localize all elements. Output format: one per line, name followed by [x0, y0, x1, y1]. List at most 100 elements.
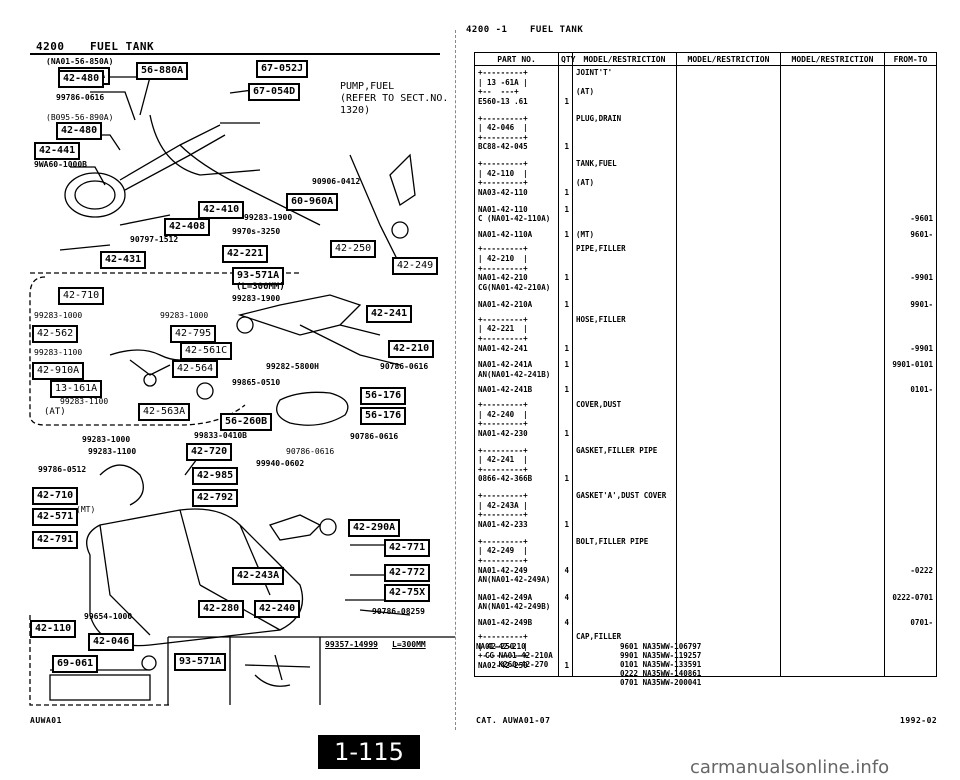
label-99654-1000: 99654-1000	[84, 612, 133, 621]
watermark-text: carmanualsonline.info	[690, 757, 890, 778]
page-divider	[455, 30, 457, 730]
table-row: +---------+ | 42-210 | +---------+ NA01-…	[474, 242, 937, 299]
callout-56-260B: 56-260B	[220, 413, 273, 431]
label-99283-1900-b: 99283-1900	[232, 294, 281, 303]
model-cell-2	[676, 242, 781, 299]
callout-13-161A: 13-161A	[50, 380, 103, 398]
part-no-cell: NA01-42-241A AN(NA01-42-241B)	[474, 358, 559, 384]
callout-42-249: 42-249	[392, 257, 439, 275]
callout-42-408: 42-408	[164, 218, 211, 236]
from-to-cell	[884, 443, 937, 490]
callout-56-176-a: 56-176	[360, 387, 407, 405]
label-na01-56-850a: (NA01-56-850A)	[46, 57, 114, 66]
qty-cell: 4	[558, 534, 573, 591]
part-no-cell: NA01-42-110A	[474, 227, 559, 243]
table-row: +---------+ | 13 -61A | +-- ---+ E560-13…	[474, 65, 937, 112]
model-cell-2	[676, 489, 781, 535]
callout-93-571A: 93-571A	[232, 267, 285, 285]
description-cell: GASKET'A',DUST COVER	[572, 489, 677, 535]
callout-42-290A: 42-290A	[348, 519, 401, 537]
qty-cell: 1	[558, 489, 573, 535]
part-no-cell: +---------+ | 13 -61A | +-- ---+ E560-13…	[474, 65, 559, 112]
callout-42-410: 42-410	[198, 201, 245, 219]
model-cell-3	[780, 202, 885, 228]
description-cell: BOLT,FILLER PIPE	[572, 534, 677, 591]
label-99833-0410b: 99833-0410B	[194, 431, 247, 440]
right-header-title: FUEL TANK	[530, 25, 584, 35]
model-cell-3	[780, 398, 885, 444]
label-mt: (MT)	[76, 505, 96, 514]
table-row: +---------+ | 42-250 | +---------+ NA02-…	[474, 630, 937, 678]
callout-42-240: 42-240	[254, 600, 301, 618]
model-cell-2	[676, 298, 781, 313]
from-to-cell: 0222-0701	[884, 590, 937, 616]
label-9970s-3250: 9970s-3250	[232, 227, 281, 236]
part-no-cell: +---------+ | 42-110 | +---------+ NA03-…	[474, 157, 559, 203]
callout-56-176-b: 56-176	[360, 407, 407, 425]
model-cell-2	[676, 443, 781, 490]
label-90786-08259: 90786-08259	[372, 607, 425, 616]
model-cell-2	[676, 398, 781, 444]
qty-cell: 1	[558, 298, 573, 313]
model-cell-3	[780, 630, 885, 678]
part-no-cell: NA01-42-241B	[474, 383, 559, 399]
exploded-diagram: 56-880A 56-880A 42-480 42-480 42-441 67-…	[0, 55, 460, 715]
callout-42-241: 42-241	[366, 305, 413, 323]
callout-42-046: 42-046	[88, 633, 135, 651]
from-to-cell: 9901-	[884, 298, 937, 313]
model-cell-2	[676, 65, 781, 112]
model-cell-3	[780, 358, 885, 384]
model-cell-3	[780, 227, 885, 243]
part-no-cell: NA01-42-249A AN(NA01-42-249B)	[474, 590, 559, 616]
from-to-cell	[884, 157, 937, 203]
label-99786-0512: 99786-0512	[38, 465, 87, 474]
description-cell: COVER,DUST	[572, 398, 677, 444]
description-cell	[572, 615, 677, 631]
part-no-cell: NA01-42-110 C (NA01-42-110A)	[474, 202, 559, 228]
qty-cell: 4	[558, 615, 573, 631]
model-cell-3	[780, 157, 885, 203]
callout-42-480: 42-480	[56, 122, 103, 140]
callout-42-563A: 42-563A	[138, 403, 191, 421]
description-cell	[572, 298, 677, 313]
part-no-cell: +---------+ | 42-240 | +---------+ NA01-…	[474, 398, 559, 444]
label-99940-0602: 99940-0602	[256, 459, 305, 468]
qty-cell: 1	[558, 111, 573, 158]
model-cell-2	[676, 383, 781, 399]
header-part-no: PART NO.	[474, 52, 559, 66]
model-cell-2	[676, 111, 781, 158]
callout-42-280: 42-280	[198, 600, 245, 618]
label-90786-0616-c: 90786-0616	[350, 432, 399, 441]
model-cell-2	[676, 615, 781, 631]
description-cell: PLUG,DRAIN	[572, 111, 677, 158]
parts-table: PART NO. QTY MODEL/RESTRICTION MODEL/RES…	[474, 52, 937, 678]
model-cell-3	[780, 443, 885, 490]
label-90797-1512: 90797-1512	[130, 235, 179, 244]
from-to-cell	[884, 111, 937, 158]
description-cell	[572, 590, 677, 616]
model-cell-2	[676, 227, 781, 243]
qty-cell: 1	[558, 157, 573, 203]
table-row: +---------+ | 42-110 | +---------+ NA03-…	[474, 157, 937, 203]
description-cell: HOSE,FILLER	[572, 312, 677, 359]
callout-42-772: 42-772	[384, 564, 431, 582]
callout-42-571: 42-571	[32, 508, 79, 526]
model-cell-3	[780, 590, 885, 616]
model-cell-3	[780, 65, 885, 112]
part-no-cell: +---------+ | 42-243A | +---------+ NA01…	[474, 489, 559, 535]
model-cell-3	[780, 534, 885, 591]
callout-42-771: 42-771	[384, 539, 431, 557]
model-cell-3	[780, 615, 885, 631]
left-header-code: 4200	[36, 40, 65, 53]
model-cell-3	[780, 312, 885, 359]
header-qty: QTY	[558, 52, 575, 66]
callout-42-562: 42-562	[32, 325, 79, 343]
callout-42-985: 42-985	[192, 467, 239, 485]
callout-42-243A: 42-243A	[232, 567, 285, 585]
callout-67-052J: 67-052J	[256, 60, 309, 78]
callout-42-710: 42-710	[58, 287, 105, 305]
